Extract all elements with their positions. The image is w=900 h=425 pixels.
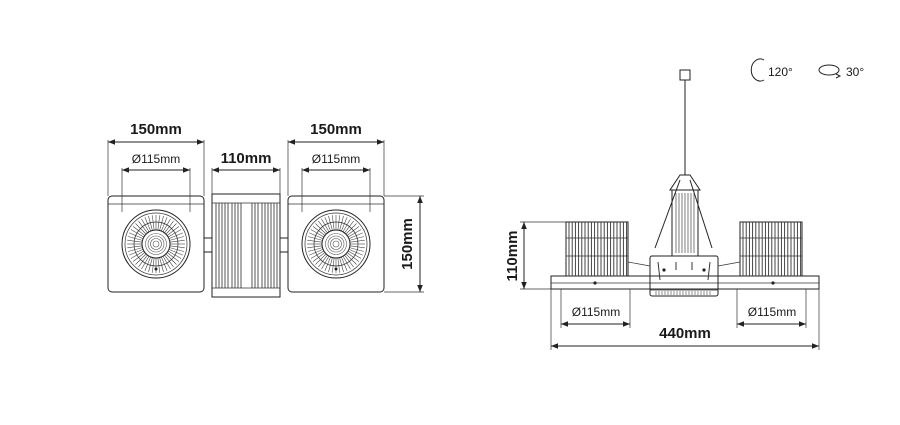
dim-diameter-right: Ø115mm <box>301 152 371 212</box>
heatsink-body <box>211 193 281 298</box>
dim-label-diameter-left: Ø115mm <box>132 152 180 166</box>
dim-label-diameter-side-left: Ø115mm <box>572 305 620 319</box>
driver-vents <box>655 261 711 295</box>
dim-width-left: 150mm <box>107 121 205 196</box>
dim-width-right: 150mm <box>287 121 385 196</box>
stem-fins <box>675 193 695 253</box>
dim-total-width: 440mm <box>550 289 820 350</box>
dim-label-height-side: 110mm <box>504 231 521 282</box>
dim-label-height-front: 150mm <box>399 218 416 270</box>
dim-middle-width: 110mm <box>211 150 281 194</box>
dim-height-front: 150mm <box>384 195 424 293</box>
rotate-vertical-icon <box>750 58 765 82</box>
driver-box <box>649 255 719 297</box>
dim-label-width-right: 150mm <box>310 121 362 138</box>
front-view: 150mm Ø115mm 110mm 150mm Ø11 <box>107 121 424 298</box>
side-view: 120° 30° <box>504 58 864 350</box>
dim-label-diameter-right: Ø115mm <box>312 152 360 166</box>
right-lens <box>301 209 371 279</box>
base-plate <box>550 255 820 297</box>
rotation-vertical-label: 120° <box>768 65 793 79</box>
right-lamp-head <box>279 195 385 293</box>
left-lamp-head <box>107 195 213 293</box>
dim-diameter-side-left: Ø115mm <box>560 289 631 328</box>
right-heatsink-side <box>717 221 803 277</box>
dim-diameter-side-right: Ø115mm <box>736 289 807 328</box>
suspension-wire <box>654 69 713 257</box>
rotation-horizontal-label: 30° <box>846 65 864 79</box>
dim-diameter-left: Ø115mm <box>121 152 191 212</box>
left-lens <box>121 209 191 279</box>
dim-label-diameter-side-right: Ø115mm <box>748 305 796 319</box>
dim-label-width-left: 150mm <box>130 121 182 138</box>
dim-height-side: 110mm <box>504 221 566 290</box>
rotation-legend: 120° 30° <box>750 58 864 82</box>
dim-label-total-width: 440mm <box>659 325 711 342</box>
dim-label-middle-width: 110mm <box>221 150 272 167</box>
rotate-horizontal-icon <box>818 64 842 79</box>
left-heatsink-side <box>565 221 651 277</box>
